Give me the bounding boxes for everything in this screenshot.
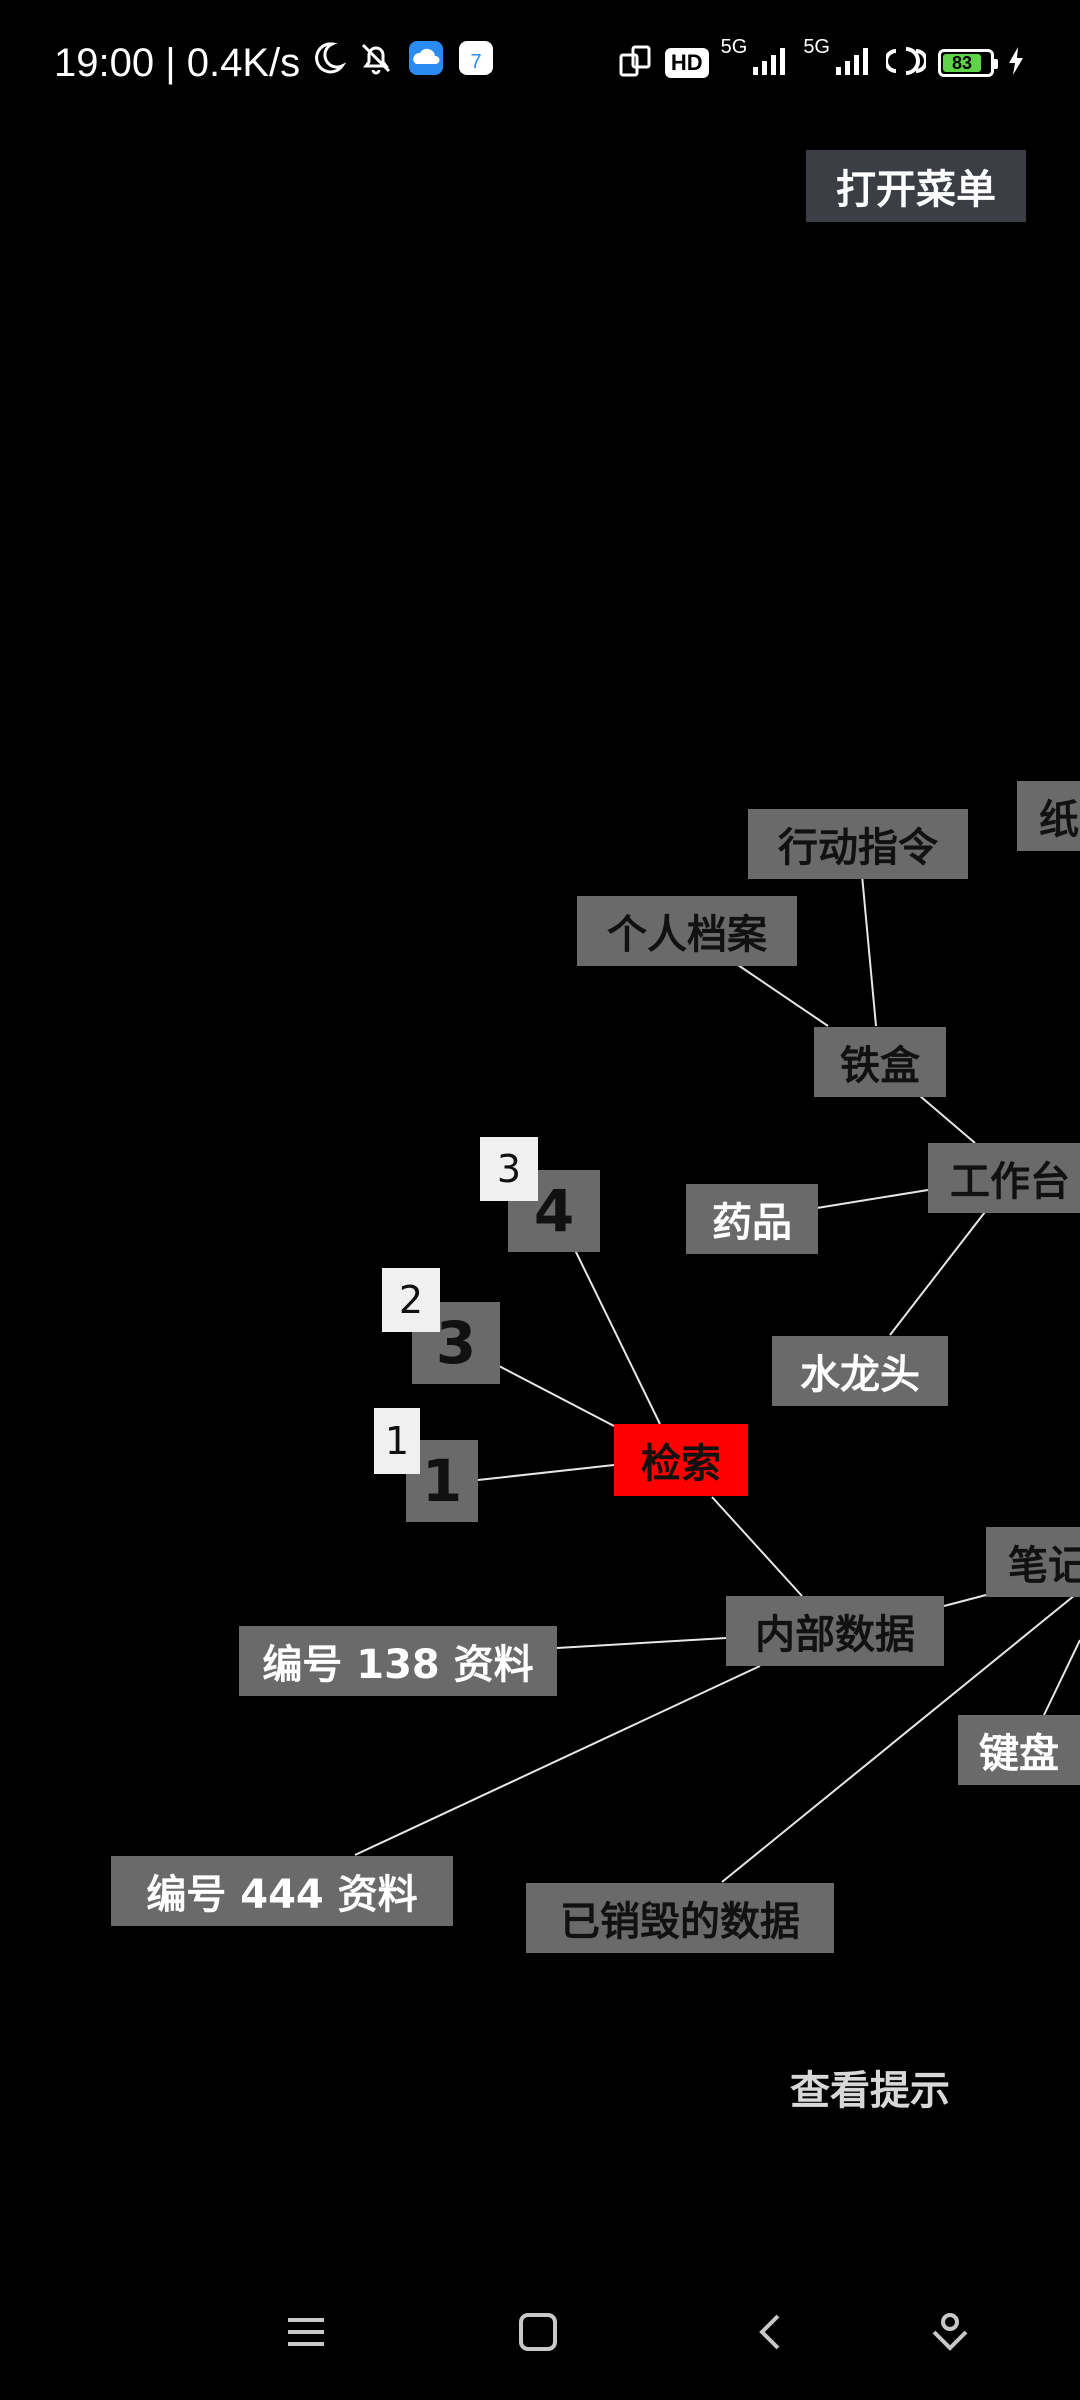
badge-2: 2 (382, 1268, 440, 1332)
network-type-1: 5G (720, 36, 748, 58)
signal-icon-2 (834, 45, 874, 82)
node-dangan[interactable]: 个人档案 (577, 896, 797, 966)
signal-icon-1 (751, 45, 791, 82)
badge-1: 1 (374, 1408, 420, 1474)
time-speed: 19:00 | 0.4K/s (54, 40, 301, 85)
node-zhi[interactable]: 纸 (1017, 781, 1080, 851)
battery-icon: 83 (938, 49, 998, 77)
link-xingdong-tiehe (861, 874, 877, 1027)
charging-icon (1006, 45, 1026, 82)
node-shuilongtou[interactable]: 水龙头 (772, 1336, 948, 1406)
link-num1-jiansuo (477, 1464, 615, 1481)
link-yaopin-gongzuotai (816, 1189, 929, 1209)
menu-icon[interactable] (284, 2310, 328, 2358)
link-neibu-bianhao138 (556, 1637, 727, 1649)
node-biji[interactable]: 笔记 (986, 1527, 1080, 1597)
badge-3: 3 (480, 1137, 538, 1201)
back-icon[interactable] (750, 2310, 794, 2358)
status-bar: 19:00 | 0.4K/s 7 HD 5G 5G 83 (0, 0, 1080, 128)
link-dangan-tiehe (734, 962, 829, 1027)
node-num4[interactable]: 4 (508, 1170, 600, 1252)
node-gongzuotai[interactable]: 工作台 (928, 1143, 1080, 1213)
status-right: HD 5G 5G 83 (617, 30, 1026, 96)
link-tiehe-gongzuotai (919, 1095, 976, 1144)
link-num3-jiansuo (498, 1365, 615, 1427)
node-xiaohui[interactable]: 已销毁的数据 (526, 1883, 834, 1953)
hd-badge: HD (664, 48, 709, 78)
link-num4-jiansuo (574, 1249, 661, 1425)
bell-off-icon (358, 40, 394, 86)
node-jiansuo[interactable]: 检索 (614, 1424, 748, 1496)
node-num1[interactable]: 1 (406, 1440, 478, 1522)
status-left: 19:00 | 0.4K/s 7 (54, 30, 494, 96)
link-neibu-bianhao444 (354, 1665, 761, 1856)
node-yaopin[interactable]: 药品 (686, 1184, 818, 1254)
battery-level: 83 (943, 54, 981, 72)
link-gongzuotai-shuilongtou (889, 1211, 986, 1336)
link-biji-xiaohui (721, 1594, 1076, 1883)
node-neibu[interactable]: 内部数据 (726, 1596, 944, 1666)
link-jiansuo-neibu (711, 1496, 803, 1597)
moon-icon (310, 40, 347, 86)
node-bianhao444[interactable]: 编号 444 资料 (111, 1856, 453, 1926)
view-hint-button[interactable]: 查看提示 (790, 2068, 950, 2114)
svg-text:7: 7 (471, 51, 482, 73)
node-bianhao138[interactable]: 编号 138 资料 (239, 1626, 557, 1696)
open-menu-button[interactable]: 打开菜单 (806, 150, 1026, 222)
link-biji-jianpan (1043, 1639, 1080, 1716)
node-tiehe[interactable]: 铁盒 (814, 1027, 946, 1097)
node-xingdong[interactable]: 行动指令 (748, 809, 968, 879)
cloud-app-icon (408, 40, 444, 86)
node-jianpan[interactable]: 键盘 (958, 1715, 1080, 1785)
navigation-bar (0, 2280, 1080, 2390)
home-icon[interactable] (516, 2310, 560, 2358)
assistant-icon[interactable] (928, 2310, 972, 2358)
link-neibu-biji (943, 1594, 987, 1607)
network-type-2: 5G (803, 36, 830, 58)
rotate-icon (617, 43, 653, 84)
calendar-app-icon: 7 (458, 40, 494, 86)
